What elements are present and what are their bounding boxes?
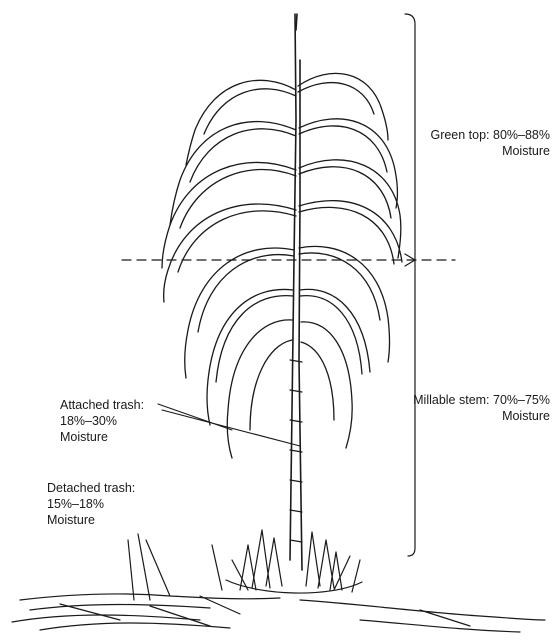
section-bracket xyxy=(405,14,415,556)
attached-trash-label: Attached trash: 18%–30% Moisture xyxy=(60,397,144,445)
millable-stem-label: Millable stem: 70%–75% Moisture xyxy=(400,392,550,424)
millable-stem-label-line2: Moisture xyxy=(400,408,550,424)
detached-trash-label-line1: Detached trash: xyxy=(47,480,135,496)
green-top-label-line2: Moisture xyxy=(368,143,550,159)
detached-trash-label: Detached trash: 15%–18% Moisture xyxy=(47,480,135,528)
attached-trash-label-line1: Attached trash: xyxy=(60,397,144,413)
attached-trash-label-line3: Moisture xyxy=(60,429,144,445)
detached-trash xyxy=(12,534,545,632)
attached-trash-pointers xyxy=(158,404,300,446)
green-top-label: Green top: 80%–88% Moisture xyxy=(368,127,550,159)
millable-stem-label-line1: Millable stem: 70%–75% xyxy=(400,392,550,408)
attached-trash-leaves xyxy=(185,246,390,458)
detached-trash-label-line3: Moisture xyxy=(47,512,135,528)
detached-trash-label-line2: 15%–18% xyxy=(47,496,135,512)
green-top-label-line1: Green top: 80%–88% xyxy=(368,127,550,143)
root-clump xyxy=(226,530,362,593)
cane-stalk xyxy=(290,14,302,570)
attached-trash-label-line2: 18%–30% xyxy=(60,413,144,429)
